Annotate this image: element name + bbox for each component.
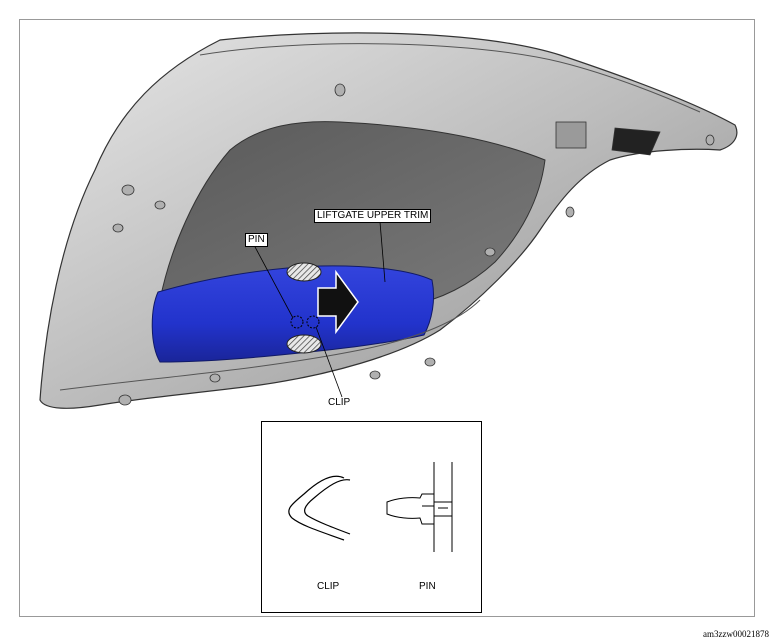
detail-inset-drawing	[288, 462, 453, 552]
pin-label: PIN	[245, 233, 268, 247]
removal-direction-arrow	[317, 269, 359, 335]
lower-grommet	[286, 334, 322, 354]
liftgate-lower-rail	[59, 299, 481, 391]
detail-inset: CLIP PIN	[261, 421, 482, 613]
figure-code: am3zzw00021878	[703, 629, 769, 639]
inset-pin-label: PIN	[419, 581, 436, 592]
clip-leader-line	[315, 326, 343, 398]
liftgate-top-rim	[199, 43, 701, 113]
clip-label: CLIP	[328, 397, 351, 408]
pin-leader-line	[253, 244, 294, 319]
pin-detail-icon	[386, 462, 453, 552]
clip-location-circle	[306, 315, 320, 329]
upper-grommet	[286, 262, 322, 282]
pin-location-circle	[290, 315, 304, 329]
clip-detail-icon	[288, 475, 351, 541]
inset-clip-label: CLIP	[317, 581, 340, 592]
trim-leader-line	[379, 221, 386, 283]
mounting-bosses	[112, 83, 715, 406]
latch-bracket	[555, 121, 661, 156]
trim-label: LIFTGATE UPPER TRIM	[314, 209, 432, 223]
